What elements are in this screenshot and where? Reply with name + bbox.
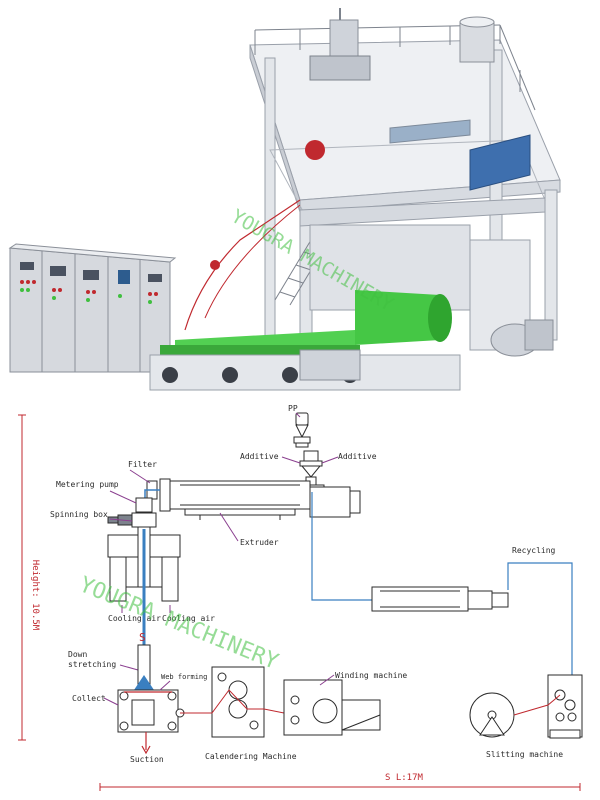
filter-label: Filter [128, 460, 157, 469]
top-equipment [309, 8, 495, 81]
cooling-air-right-label: Cooling air [162, 614, 215, 623]
winding-machine [283, 679, 381, 736]
collect-label: Collect [72, 694, 106, 703]
cooling-chamber [107, 526, 181, 602]
suction-label: Suction [130, 755, 164, 764]
down-stretching-label-2: stretching [68, 660, 116, 669]
control-cabinets [8, 243, 177, 373]
extruder [159, 478, 361, 520]
length-label: S L:17M [385, 773, 424, 783]
extruder-label: Extruder [240, 538, 279, 547]
additive-right-label: Additive [338, 452, 377, 461]
cable [184, 199, 301, 331]
slitting-fabric-path [513, 694, 561, 716]
calendering-machine-label: Calendering Machine [205, 752, 297, 761]
red-drive-small [210, 260, 220, 270]
red-drive-motor [305, 140, 325, 160]
height-label: Height: 10.5M [30, 560, 40, 631]
height-dimension: Height: 10.5M [18, 414, 40, 741]
metering-pump [135, 497, 153, 513]
winding-machine-label: Winding machine [335, 671, 407, 680]
melt-pipe [144, 489, 160, 498]
process-diagram: Height: 10.5M S L:17M PP Additive Additi… [0, 395, 600, 800]
machine-photo: YOUGRA MACHINERY [0, 0, 600, 395]
slitting-machine-label: Slitting machine [486, 750, 563, 759]
down-stretching-label-1: Down [68, 650, 87, 659]
web-forming-label: Web forming [161, 673, 207, 681]
recycling-pipe-in [311, 492, 372, 601]
pp-label: PP [288, 404, 298, 413]
air-flow-mark: S [139, 631, 146, 644]
recycling-pipe-out [507, 562, 573, 695]
machine-base [149, 349, 461, 391]
spinning-box-label: Spinning box [50, 510, 108, 519]
blue-unit [389, 119, 531, 191]
cooling-air-left-label: Cooling air [108, 614, 161, 623]
stretching-nozzle [134, 675, 154, 690]
web-forming-unit [117, 689, 185, 733]
length-dimension: S L:17M [99, 773, 581, 791]
recycling-extruder [371, 586, 509, 612]
cable [204, 204, 301, 319]
additive-left-label: Additive [240, 452, 279, 461]
fabric-path [180, 689, 285, 714]
metering-pump-label: Metering pump [56, 480, 119, 489]
recycling-label: Recycling [512, 546, 556, 555]
